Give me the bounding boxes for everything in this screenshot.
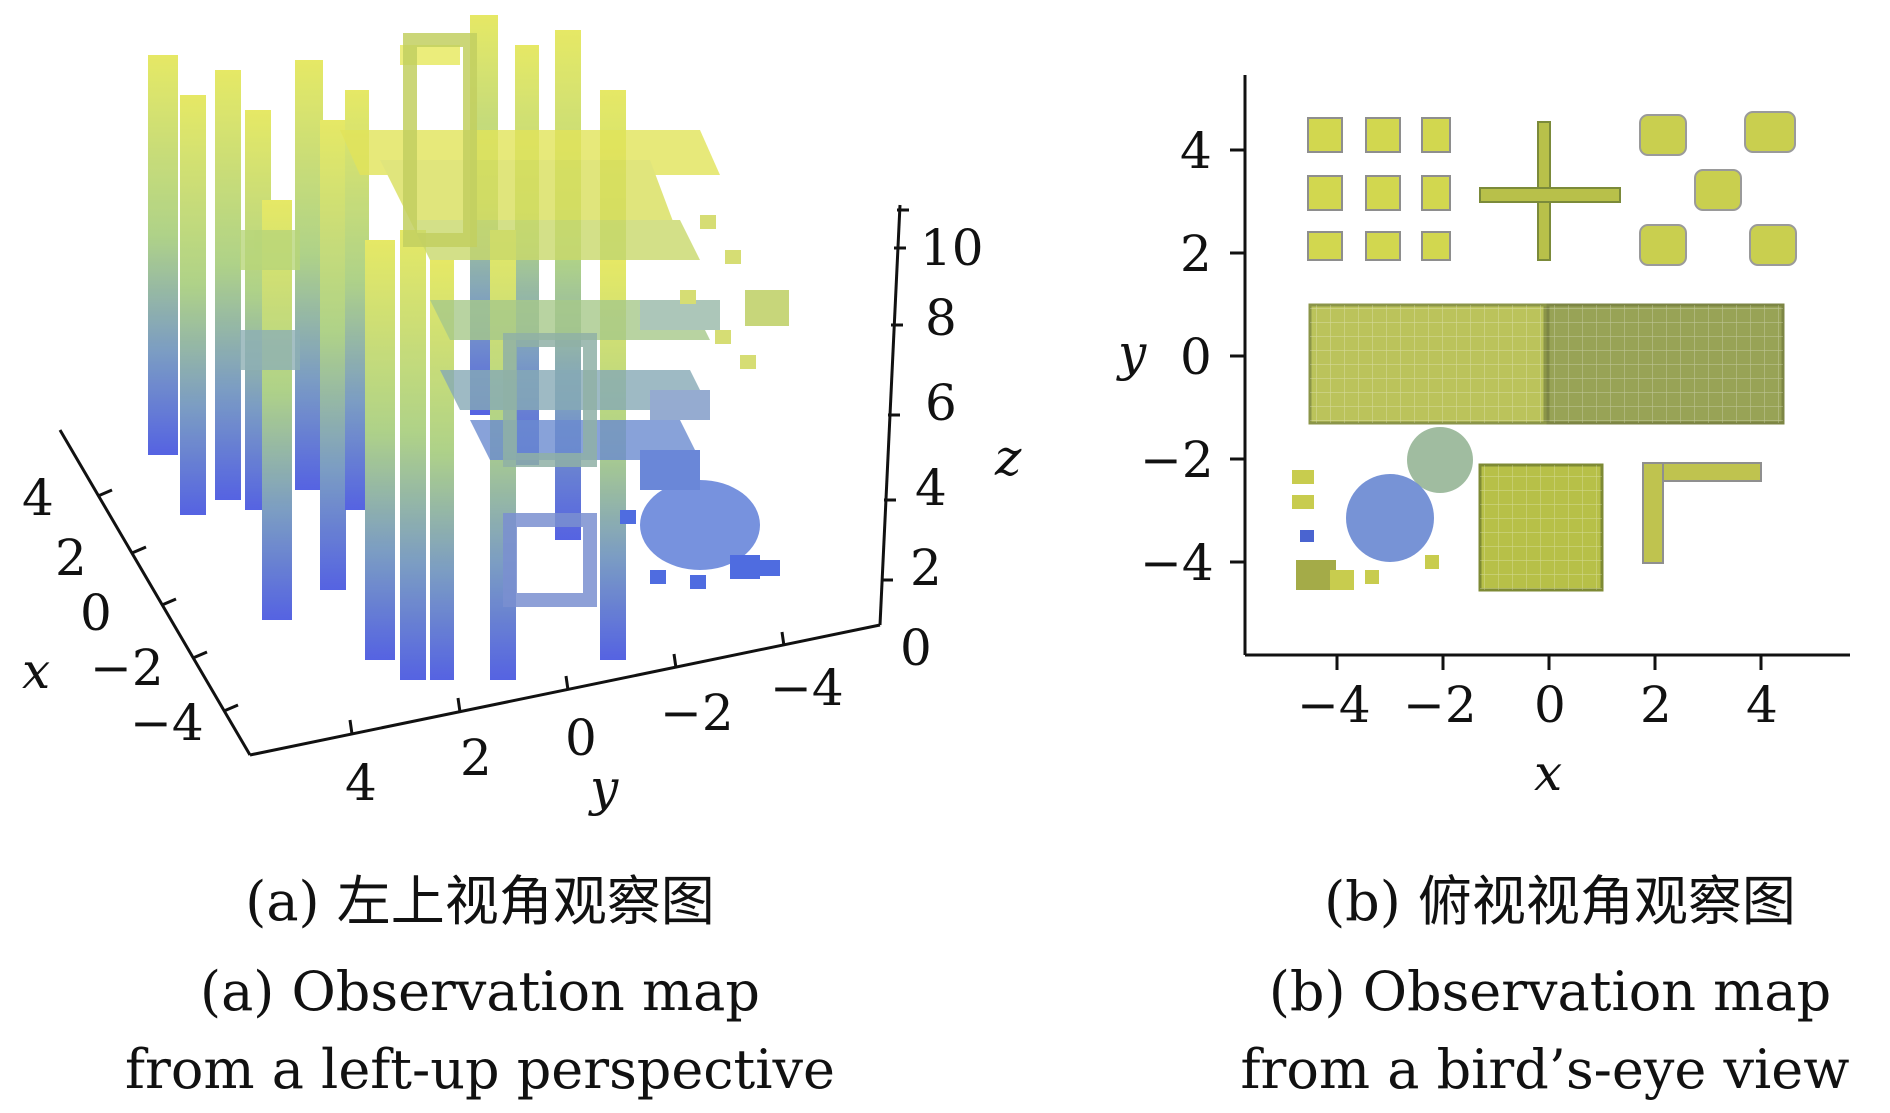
panel-a-axes	[58, 204, 909, 757]
voxel-shelves	[240, 45, 720, 460]
caption-b-zh: (b) 俯视视角观察图	[1324, 870, 1796, 933]
voxel-scatter	[620, 215, 789, 589]
caption-b-en-line1: (b) Observation map	[1268, 960, 1832, 1023]
a-y-tick-0: 0	[565, 709, 597, 767]
a-z-tick-8: 8	[925, 289, 957, 347]
b-y-tick-neg4: −4	[1140, 534, 1214, 592]
a-x-tick-0: 0	[80, 584, 112, 642]
a-z-label: z	[994, 429, 1022, 487]
caption-b-en-line2: from a bird’s-eye view	[1240, 1038, 1850, 1101]
square-shape	[1478, 463, 1604, 592]
a-z-tick-2: 2	[910, 539, 942, 597]
caption-a-en-line2: from a left-up perspective	[125, 1038, 835, 1101]
a-y-tick-neg2: −2	[660, 684, 734, 742]
a-z-tick-10: 10	[920, 219, 984, 277]
a-x-label: x	[22, 642, 50, 700]
b-x-tick-neg2: −2	[1403, 676, 1477, 734]
b-y-tick-neg2: −2	[1140, 431, 1214, 489]
voxel-chair-frames	[403, 33, 597, 607]
b-y-tick-2: 2	[1180, 225, 1212, 283]
a-x-tick-neg2: −2	[90, 639, 164, 697]
a-z-tick-6: 6	[925, 374, 957, 432]
a-x-tick-neg4: −4	[130, 694, 204, 752]
cross-shape	[1479, 121, 1621, 261]
voxel-columns	[148, 15, 626, 680]
b-y-tick-0: 0	[1180, 328, 1212, 386]
l-shape	[1642, 462, 1762, 564]
a-x-tick-2: 2	[55, 529, 87, 587]
b-x-tick-0: 0	[1534, 676, 1566, 734]
cube-grid	[1307, 117, 1451, 261]
b-x-label: x	[1534, 744, 1562, 802]
a-z-tick-0: 0	[900, 619, 932, 677]
panel-b-top-view: 4 2 0 −2 −4 y −4 −2 0 2 4 x	[1116, 75, 1850, 802]
panel-a-3d-view: 4 2 0 −2 −4 x 4 2 0 −2 −4 y 10 8 6 4 2 0…	[22, 15, 1022, 817]
panel-b-axes	[1230, 75, 1850, 670]
b-x-tick-neg4: −4	[1297, 676, 1371, 734]
b-x-tick-2: 2	[1640, 676, 1672, 734]
blob-cluster-bottom-left	[1292, 427, 1473, 590]
a-y-label: y	[588, 759, 619, 817]
caption-a-zh: (a) 左上视角观察图	[245, 870, 715, 933]
a-y-tick-neg4: −4	[770, 659, 844, 717]
a-z-tick-4: 4	[915, 459, 947, 517]
b-y-label: y	[1116, 324, 1147, 382]
caption-a-en-line1: (a) Observation map	[200, 960, 760, 1023]
a-y-tick-2: 2	[460, 729, 492, 787]
b-x-tick-4: 4	[1746, 676, 1778, 734]
table-shape	[1308, 303, 1785, 425]
blob-cluster-top-right	[1639, 111, 1797, 266]
a-x-tick-4: 4	[22, 469, 54, 527]
a-y-tick-4: 4	[345, 754, 377, 812]
b-y-tick-4: 4	[1180, 122, 1212, 180]
